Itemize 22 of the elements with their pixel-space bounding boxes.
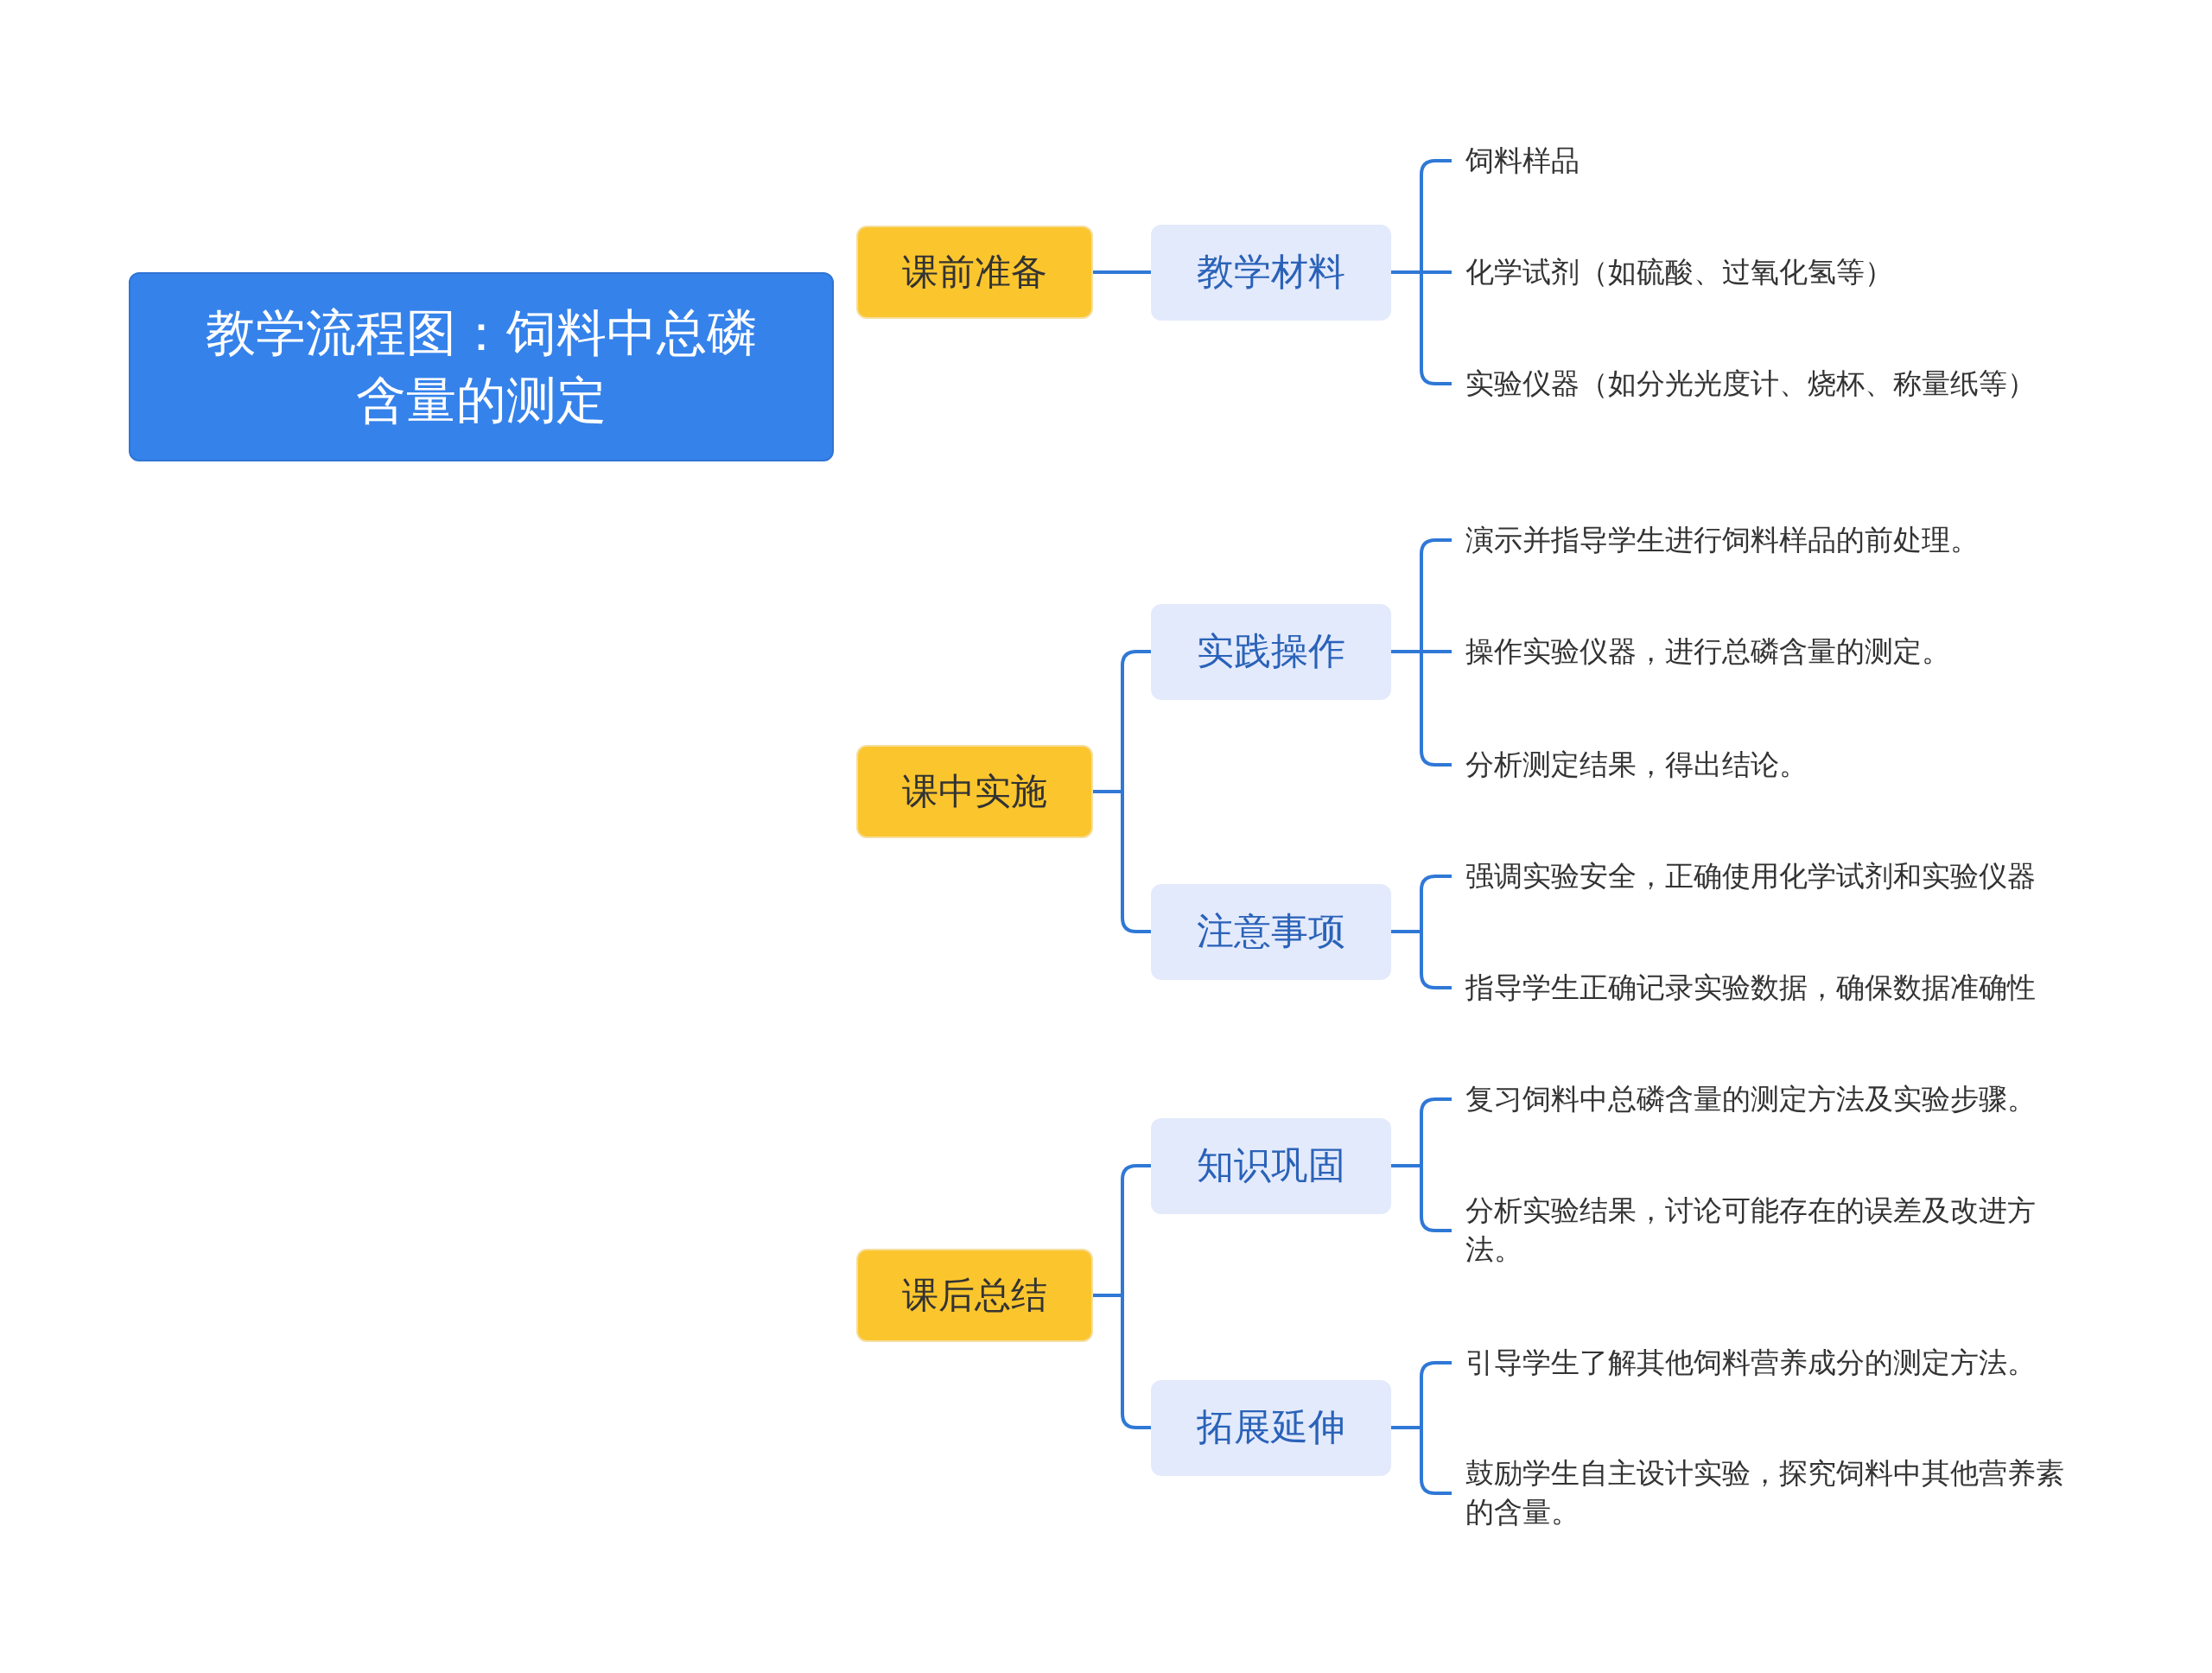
item-text: 实验仪器（如分光光度计、烧杯、称量纸等）: [1452, 364, 2091, 404]
topic-box: 注意事项: [1151, 883, 1391, 980]
item-text: 化学试剂（如硫酸、过氧化氢等）: [1452, 252, 2091, 292]
item-text: 引导学生了解其他饲料营养成分的测定方法。: [1452, 1343, 2091, 1383]
item-text: 分析实验结果，讨论可能存在的误差及改进方法。: [1452, 1192, 2091, 1269]
connector-line: [1093, 270, 1151, 274]
topic-box: 教学材料: [1151, 224, 1391, 321]
item-text: 演示并指导学生进行饲料样品的前处理。: [1452, 520, 2091, 560]
topic-box: 实践操作: [1151, 603, 1391, 700]
stage-box: 课中实施: [856, 745, 1093, 838]
topic-box: 知识巩固: [1151, 1117, 1391, 1214]
title-box: 教学流程图：饲料中总磷含量的测定: [129, 271, 834, 461]
item-text: 复习饲料中总磷含量的测定方法及实验步骤。: [1452, 1079, 2091, 1119]
stage-box: 课后总结: [856, 1249, 1093, 1342]
item-text: 饲料样品: [1452, 141, 2091, 181]
item-text: 强调实验安全，正确使用化学试剂和实验仪器: [1452, 856, 2091, 896]
item-text: 操作实验仪器，进行总磷含量的测定。: [1452, 632, 2091, 671]
topic-box: 拓展延伸: [1151, 1379, 1391, 1476]
item-text: 分析测定结果，得出结论。: [1452, 745, 2091, 785]
item-text: 指导学生正确记录实验数据，确保数据准确性: [1452, 968, 2091, 1008]
item-text: 鼓励学生自主设计实验，探究饲料中其他营养素的含量。: [1452, 1454, 2091, 1532]
stage-box: 课前准备: [856, 226, 1093, 319]
